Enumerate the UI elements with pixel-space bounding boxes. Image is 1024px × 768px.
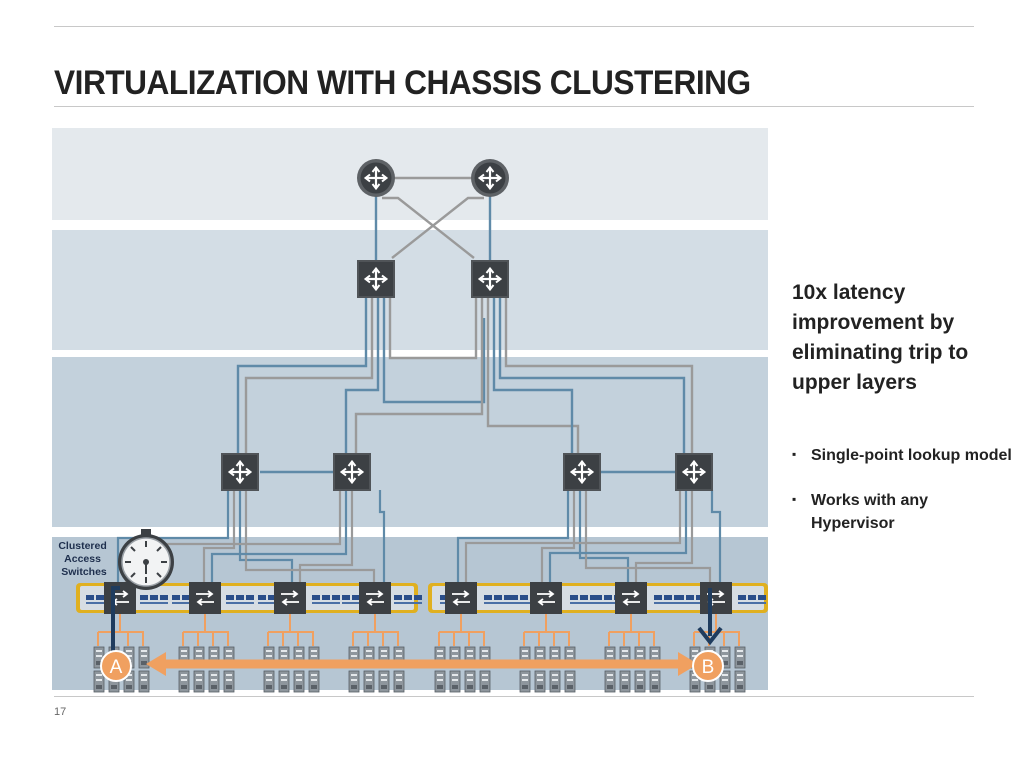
- distribution-layer-band: [52, 230, 768, 350]
- aggregation-switch-3-icon: [563, 453, 601, 491]
- server-links: [97, 614, 740, 646]
- bullet-list: ▪ Single-point lookup model ▪ Works with a…: [792, 444, 1012, 557]
- title-rule: [54, 106, 974, 107]
- aggregation-layer-band: [52, 357, 768, 527]
- aggregation-switch-1-icon: [221, 453, 259, 491]
- footer-rule: [54, 696, 974, 697]
- aggregation-links: [236, 298, 694, 474]
- access-switch-6-icon: [530, 582, 562, 614]
- slide-title: VIRTUALIZATION WITH CHASSIS CLUSTERING: [54, 64, 751, 102]
- aggregation-switch-2-icon: [333, 453, 371, 491]
- access-switch-3-icon: [274, 582, 306, 614]
- bullet-text: Single-point lookup model: [811, 447, 1012, 464]
- endpoint-b-label: B: [702, 657, 715, 678]
- access-switch-4-icon: [359, 582, 391, 614]
- distribution-switch-right-icon: [471, 260, 509, 298]
- core-router-right-icon: [471, 159, 509, 197]
- endpoint-b: B: [692, 650, 724, 682]
- path-b-arrow: [697, 588, 723, 646]
- bullet-text: Works with any Hypervisor: [811, 492, 929, 532]
- bullet-item: ▪ Works with any Hypervisor: [792, 489, 1012, 535]
- slide-number: 17: [54, 706, 67, 718]
- latency-arrow: [146, 652, 698, 676]
- core-layer-band: [52, 128, 768, 220]
- endpoint-a: A: [100, 650, 132, 682]
- bullet-marker-icon: ▪: [792, 492, 797, 506]
- top-rule: [54, 26, 974, 27]
- stopwatch-icon: [118, 529, 174, 590]
- path-a-arrow: [111, 586, 120, 654]
- access-switch-8-icon: [700, 582, 732, 614]
- access-switch-2-icon: [189, 582, 221, 614]
- aggregation-switch-4-icon: [675, 453, 713, 491]
- core-router-left-icon: [357, 159, 395, 197]
- access-switch-5-icon: [445, 582, 477, 614]
- bullet-marker-icon: ▪: [792, 447, 797, 461]
- endpoint-a-label: A: [110, 657, 123, 678]
- bullet-item: ▪ Single-point lookup model: [792, 444, 1012, 467]
- headline: 10x latency improvement by eliminating t…: [792, 281, 969, 394]
- distribution-switch-left-icon: [357, 260, 395, 298]
- access-switch-7-icon: [615, 582, 647, 614]
- access-links: [116, 490, 722, 584]
- cluster-label: Clustered Access Switches: [58, 540, 109, 578]
